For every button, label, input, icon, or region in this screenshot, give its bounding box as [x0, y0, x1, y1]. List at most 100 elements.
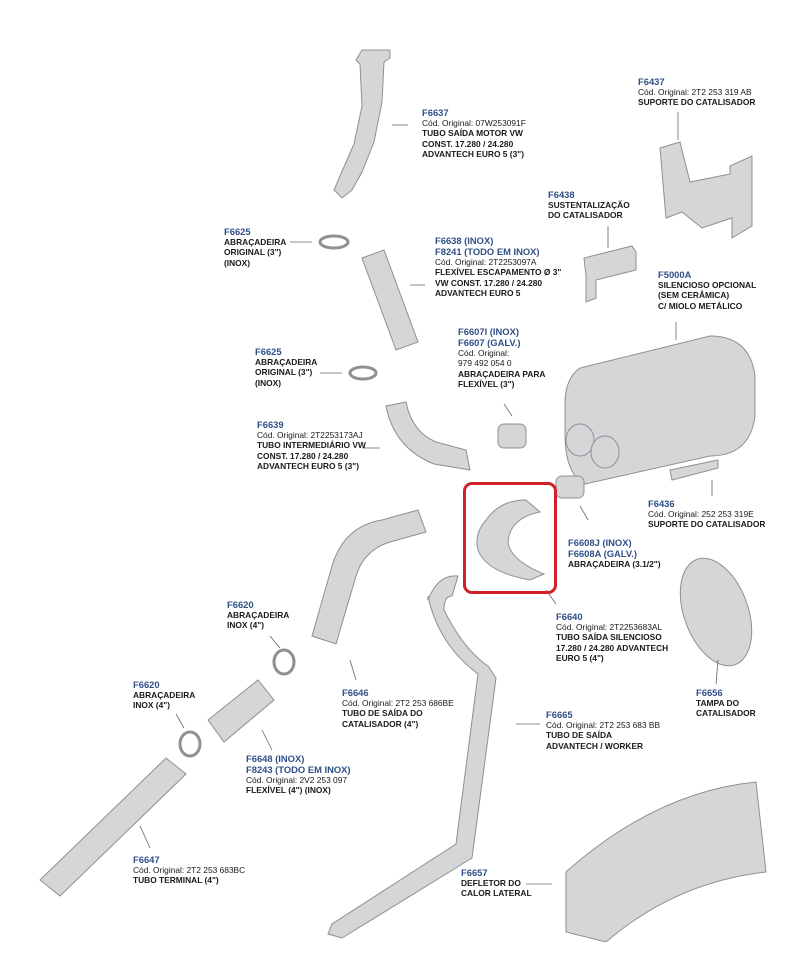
part-description: CONST. 17.280 / 24.280: [257, 450, 349, 461]
part-description: ADVANTECH EURO 5 (3"): [257, 461, 359, 472]
part-description: 17.280 / 24.280 ADVANTECH: [556, 642, 669, 653]
part-f6657-deflector: [565, 781, 767, 943]
part-f6640-elbow: [476, 499, 546, 581]
part-description: ABRAÇADEIRA (3.1/2"): [568, 559, 661, 569]
part-code: F6647: [133, 854, 160, 865]
part-code: F6620: [133, 679, 160, 690]
part-code: F6648 (INOX): [246, 753, 305, 764]
part-description: TUBO INTERMEDIÁRIO VW: [257, 440, 366, 451]
part-label-f6648: F6648 (INOX)F8243 (TODO EM INOX)Cód. Ori…: [246, 753, 351, 796]
part-code: F8243 (TODO EM INOX): [246, 764, 351, 775]
part-description: INOX (4"): [227, 620, 265, 631]
part-description: ADVANTECH / WORKER: [546, 740, 644, 751]
part-description: SUPORTE DO CATALISADOR: [638, 97, 756, 108]
part-code: F5000A: [658, 269, 692, 280]
part-description: (SEM CERÂMICA): [658, 290, 730, 301]
part-code: F6607 (GALV.): [458, 337, 521, 348]
part-f6608-clamp: [555, 475, 585, 499]
part-f6436-bracket: [669, 459, 719, 481]
part-code: F6608J (INOX): [568, 537, 632, 548]
part-description: EURO 5 (4"): [556, 653, 604, 664]
original-code: Cód. Original: 2T2253683AL: [556, 622, 663, 632]
part-description: TUBO DE SAÍDA: [546, 730, 613, 741]
part-code: F6639: [257, 419, 284, 430]
original-code: Cód. Original: 2V2 253 097: [246, 775, 348, 785]
part-description: SILENCIOSO OPCIONAL: [658, 280, 757, 290]
part-code: F6607I (INOX): [458, 326, 519, 337]
part-f6625-clamp-2: [348, 365, 378, 381]
part-description: TUBO TERMINAL (4"): [133, 875, 219, 886]
part-description: ADVANTECH EURO 5 (3"): [422, 149, 524, 160]
part-code: F6620: [227, 599, 254, 610]
part-label-f6608j: F6608J (INOX)F6608A (GALV.)ABRAÇADEIRA (…: [568, 537, 661, 569]
part-f6647-pipe: [39, 757, 187, 897]
part-description: SUPORTE DO CATALISADOR: [648, 519, 766, 530]
part-code: F6436: [648, 498, 675, 509]
part-description: TUBO SAÍDA MOTOR VW: [422, 128, 523, 139]
part-f6620-clamp: [272, 648, 296, 676]
part-f6665-pipe: [327, 575, 497, 939]
part-code: F6625: [255, 346, 282, 357]
part-code: F6657: [461, 867, 488, 878]
part-description: SUSTENTALIZAÇÃO: [548, 200, 630, 210]
part-f6646-pipe: [311, 509, 427, 645]
original-code: Cód. Original: 07W253091F: [422, 118, 526, 128]
part-code: F6437: [638, 76, 665, 87]
part-description: ADVANTECH EURO 5: [435, 288, 521, 299]
original-code: Cód. Original: 2T2 253 319 AB: [638, 87, 752, 97]
part-code: F6656: [696, 687, 723, 698]
original-code: Cód. Original: 252 253 319E: [648, 509, 754, 519]
part-label-f6638: F6638 (INOX)F8241 (TODO EM INOX)Cód. Ori…: [435, 235, 561, 299]
part-description: DO CATALISADOR: [548, 210, 623, 221]
part-code: F6637: [422, 107, 449, 118]
part-f6438-bracket: [583, 245, 637, 303]
part-description: FLEXÍVEL (3"): [458, 379, 515, 390]
part-f6620-clamp-2: [178, 730, 202, 758]
part-f6648-flex: [207, 679, 275, 743]
part-code: F6638 (INOX): [435, 235, 494, 246]
part-description: ABRAÇADEIRA: [227, 610, 290, 620]
part-code: F8241 (TODO EM INOX): [435, 246, 540, 257]
part-description: FLEXÍVEL (4") (INOX): [246, 785, 331, 796]
part-description: CATALISADOR: [696, 708, 756, 719]
part-f6639-pipe: [385, 401, 471, 471]
part-f6437-bracket: [659, 141, 753, 239]
part-f6656-cover: [679, 557, 753, 667]
part-f6638-flex: [361, 249, 419, 351]
original-code: Cód. Original: 2T2 253 683BC: [133, 865, 246, 875]
part-description: C/ MIOLO METÁLICO: [658, 300, 743, 311]
part-description: ORIGINAL (3"): [255, 367, 313, 378]
original-code-value: 979 492 054 0: [458, 358, 512, 369]
part-code: F6646: [342, 687, 369, 698]
part-description: INOX (4"): [133, 700, 171, 711]
part-description: (INOX): [224, 257, 251, 268]
part-description: FLEXÍVEL ESCAPAMENTO Ø 3": [435, 267, 562, 278]
part-label-f6607i: F6607I (INOX)F6607 (GALV.)Cód. Original:…: [458, 326, 545, 390]
part-f6607-clamp: [497, 423, 527, 449]
part-description: ORIGINAL (3"): [224, 247, 282, 258]
part-description: CATALISADOR (4"): [342, 718, 419, 729]
part-description: ABRAÇADEIRA PARA: [458, 368, 546, 379]
original-code: Cód. Original: 2T2253097A: [435, 257, 537, 267]
part-code: F6665: [546, 709, 573, 720]
part-description: TAMPA DO: [696, 698, 740, 708]
part-description: TUBO DE SAÍDA DO: [342, 708, 423, 719]
part-description: CONST. 17.280 / 24.280: [422, 138, 514, 149]
part-description: ABRAÇADEIRA: [224, 237, 287, 247]
original-code: Cód. Original: 2T2 253 686BE: [342, 698, 454, 708]
